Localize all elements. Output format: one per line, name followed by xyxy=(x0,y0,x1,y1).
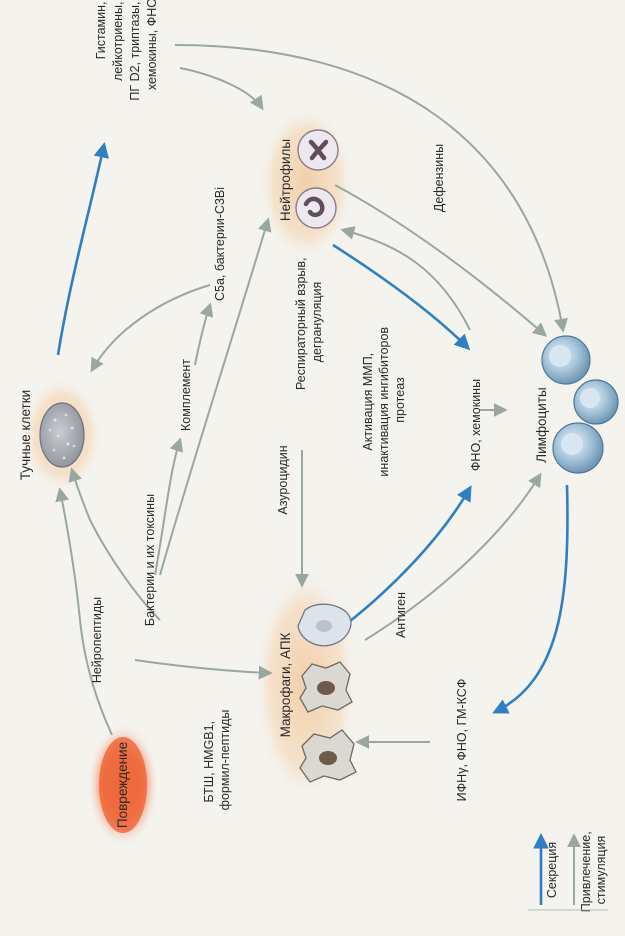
arrow-macrophage-secretion xyxy=(344,485,472,627)
label-c5a: С5а, бактерии-С3Вi xyxy=(213,187,227,301)
neutrophils-cells xyxy=(295,129,339,229)
label-neutrophils: Нейтрофилы xyxy=(278,139,293,221)
label-neuropeptides: Нейропептиды xyxy=(90,597,104,683)
macrophage-cells xyxy=(297,603,357,783)
label-damp-line-2: формил-пептиды xyxy=(218,710,232,811)
label-macrophages: Макрофаги, АПК xyxy=(278,632,293,737)
arrow-neutrophil-secretion xyxy=(332,243,471,351)
mast-cell xyxy=(39,402,85,468)
label-mast-mediators-line-1: Гистамин, xyxy=(94,1,108,59)
label-damp: БТШ, HMGB1, формил-пептиды xyxy=(202,710,232,811)
arrow-bacteria-complement xyxy=(154,437,184,576)
arrow-antigen-lymphocytes xyxy=(364,472,542,641)
arrow-tnf-neutrophil xyxy=(340,226,471,331)
arrow-injury-neuropeptides xyxy=(55,487,113,736)
label-mast-mediators-line-3: ПГ D2, триптазы, xyxy=(128,1,142,100)
lymphocyte-cells xyxy=(541,335,619,474)
legend-secretion-label: Секреция xyxy=(545,842,559,898)
arrow-top-lymphocytes xyxy=(174,44,568,333)
label-azurocidin: Азуроцидин xyxy=(276,445,290,514)
label-resp-burst-line-1: Респираторный взрыв, xyxy=(294,258,308,390)
arrow-mast-secretion xyxy=(56,141,109,356)
arrow-complement-c5a xyxy=(194,302,214,366)
mast-granules xyxy=(48,413,76,460)
secretion-arrows xyxy=(56,141,569,714)
label-mast-mediators: Гистамин, лейкотриены, ПГ D2, триптазы, … xyxy=(94,0,159,101)
label-mast-mediators-line-4: хемокины, ФНО xyxy=(145,0,159,90)
label-damp-line-1: БТШ, HMGB1, xyxy=(202,721,216,803)
neutrophil-halo xyxy=(258,105,354,261)
label-complement: Комплемент xyxy=(179,359,193,431)
attraction-arrows xyxy=(55,44,568,749)
legend-attraction-line-2: стимуляция xyxy=(594,836,608,905)
arrow-bacteria-neutrophil xyxy=(159,217,272,576)
arrow-defensins-lymphocytes xyxy=(334,184,548,337)
label-defensins: Дефензины xyxy=(432,144,446,212)
label-lymphocytes: Лимфоциты xyxy=(534,387,549,462)
legend: Секреция Привлечение, стимуляция xyxy=(528,828,608,912)
label-mmp-line-2: инактивация ингибиторов xyxy=(377,327,391,477)
legend-attraction-label: Привлечение, стимуляция xyxy=(579,828,608,912)
label-antigen: Антиген xyxy=(394,592,408,638)
label-mast-mediators-line-2: лейкотриены, xyxy=(111,1,125,81)
label-resp-burst-line-2: дегрануляция xyxy=(310,282,324,363)
label-tnf-chemokines: ФНО, хемокины xyxy=(469,379,483,471)
arrow-bacteria-mast xyxy=(68,467,161,621)
label-mmp-line-3: протеаз xyxy=(393,377,407,423)
arrow-mediators-neutrophil xyxy=(179,67,264,111)
label-bacteria: Бактерии и их токсины xyxy=(143,494,157,626)
legend-attraction-line-1: Привлечение, xyxy=(579,831,593,912)
label-injury: Повреждение xyxy=(115,742,130,828)
arrow-lymphocyte-secretion xyxy=(492,484,569,714)
label-mast-cells: Тучные клетки xyxy=(18,390,33,480)
arrow-injury-macrophage xyxy=(134,659,273,680)
label-mmp-line-1: Активация ММП, xyxy=(361,353,375,451)
label-mmp: Активация ММП, инактивация ингибиторов п… xyxy=(361,323,407,476)
label-ifn: ИФНγ, ФНО, ГМ-КСФ xyxy=(455,679,469,802)
injury-blob xyxy=(99,737,147,833)
arrow-neutrophil-mast xyxy=(90,284,211,373)
label-resp-burst: Респираторный взрыв, дегрануляция xyxy=(294,254,324,390)
